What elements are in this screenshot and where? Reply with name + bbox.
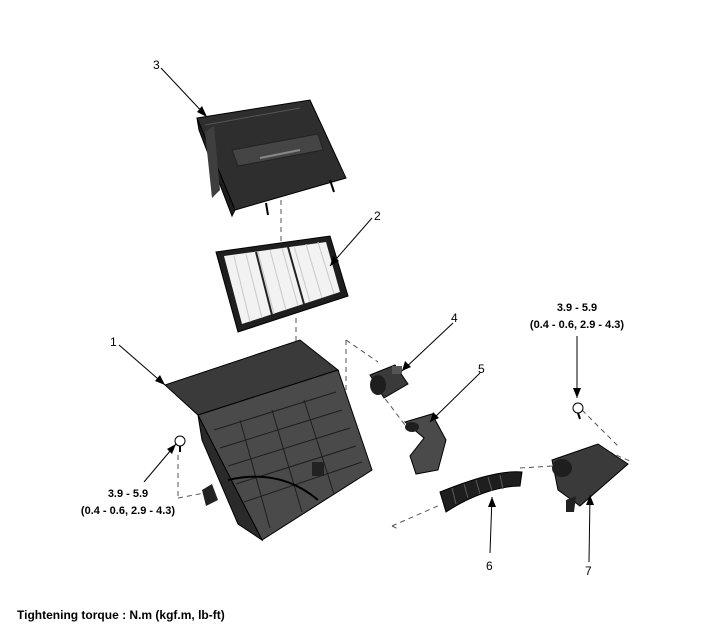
leader-lines (118, 67, 591, 563)
bolt-right (572, 402, 584, 420)
air-flow-sensor (369, 364, 409, 399)
intake-hose (439, 471, 523, 513)
callout-3: 3 (153, 58, 160, 72)
intake-elbow (403, 413, 447, 475)
air-duct (551, 443, 629, 512)
callout-4: 4 (451, 311, 458, 325)
callout-5: 5 (478, 362, 485, 376)
torque-right-line1: 3.9 - 5.9 (557, 302, 597, 314)
air-filter-element (215, 235, 349, 333)
torque-unit-legend: Tightening torque : N.m (kgf.m, lb-ft) (17, 608, 225, 622)
callout-1: 1 (110, 335, 117, 349)
bolt-left (174, 435, 186, 452)
callout-6: 6 (486, 559, 493, 573)
torque-right-line2: (0.4 - 0.6, 2.9 - 4.3) (530, 319, 624, 331)
callout-2: 2 (374, 209, 381, 223)
air-cleaner-cover (196, 99, 347, 218)
torque-left-line2: (0.4 - 0.6, 2.9 - 4.3) (81, 505, 175, 517)
air-cleaner-body (164, 339, 373, 542)
callout-7: 7 (585, 564, 592, 578)
torque-left-line1: 3.9 - 5.9 (108, 488, 148, 500)
arrowheads (155, 106, 594, 507)
